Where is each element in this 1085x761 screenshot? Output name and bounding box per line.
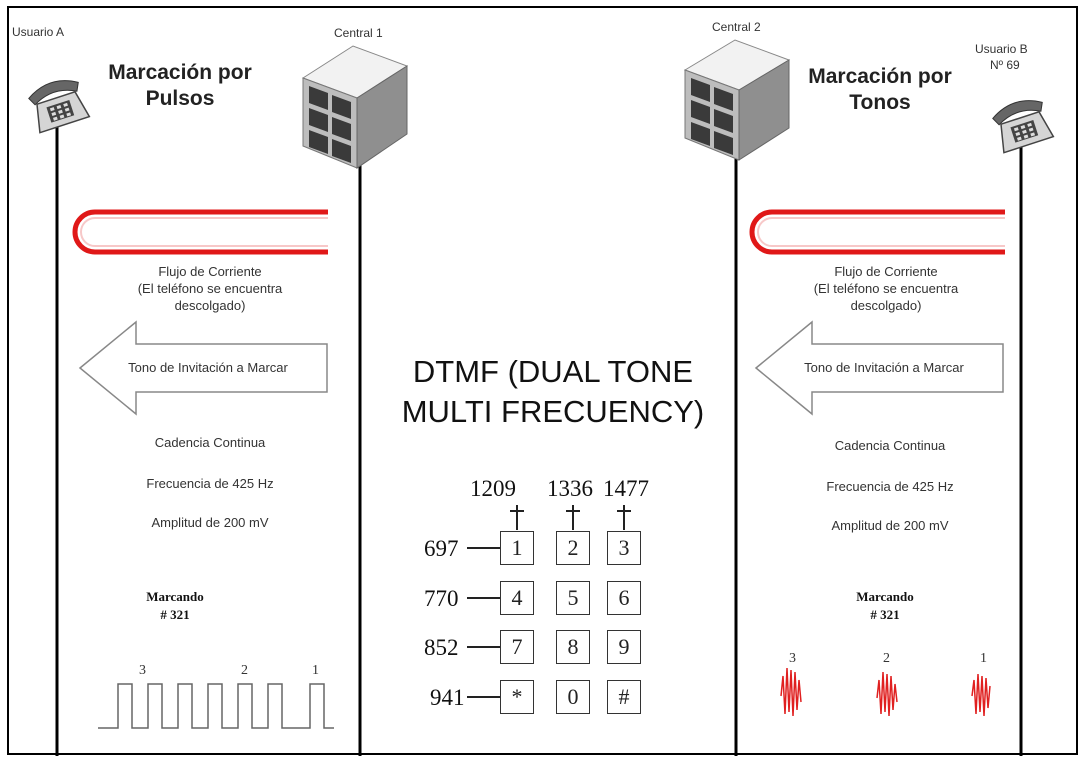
tone-burst-2 [876, 671, 898, 717]
right-flujo-text: Flujo de Corriente (El teléfono se encue… [776, 264, 996, 315]
col-freq-1209: 1209 [470, 476, 516, 501]
tone-burst-1 [971, 673, 991, 717]
left-digit-3: 3 [139, 663, 146, 678]
dtmf-key-7: 7 [500, 630, 534, 664]
dtmf-key-2: 2 [556, 531, 590, 565]
right-digit-2: 2 [883, 651, 890, 666]
dtmf-title-line1: DTMF (DUAL TONE [412, 354, 694, 389]
right-marcando-numero: # 321 [870, 606, 900, 622]
right-marcando-label: Marcando [856, 589, 914, 604]
left-cadencia: Cadencia Continua [154, 435, 266, 450]
left-title: Marcación por Pulsos [100, 60, 260, 113]
row-freq-852: 852 [424, 635, 459, 660]
right-title-line1: Marcación por [808, 65, 952, 88]
dtmf-title: DTMF (DUAL TONE MULTI FRECUENCY) [378, 352, 728, 433]
current-loop-left [72, 209, 328, 255]
left-marcando-label: Marcando [146, 589, 204, 604]
right-tono-label: Tono de Invitación a Marcar [804, 360, 964, 375]
left-marcando: Marcando # 321 [130, 588, 220, 623]
left-amplitud: Amplitud de 200 mV [151, 515, 269, 530]
keypad-connectors [467, 505, 631, 698]
col-freq-1336: 1336 [547, 476, 593, 501]
label-usuario-b: Usuario B [975, 42, 1028, 56]
label-central-2: Central 2 [712, 20, 761, 34]
left-flujo-line3: descolgado) [174, 297, 246, 313]
right-marcando: Marcando # 321 [840, 588, 930, 623]
tone-burst-3 [780, 667, 802, 717]
dtmf-key-6: 6 [607, 581, 641, 615]
dtmf-key-0: 0 [556, 680, 590, 714]
telephone-a-icon [28, 80, 91, 134]
left-flujo-line2: (El teléfono se encuentra [137, 280, 283, 296]
label-central-1: Central 1 [334, 26, 383, 40]
dtmf-key-1: 1 [500, 531, 534, 565]
right-title: Marcación por Tonos [785, 64, 975, 117]
current-loop-right-inner [757, 217, 1005, 247]
tono-arrow-right [754, 320, 1004, 416]
dtmf-key-3: 3 [607, 531, 641, 565]
tono-arrow-left [78, 320, 328, 416]
dtmf-key-4: 4 [500, 581, 534, 615]
central-2-server-icon [683, 39, 791, 161]
left-flujo-text: Flujo de Corriente (El teléfono se encue… [110, 264, 310, 315]
left-title-line2: Pulsos [145, 87, 215, 111]
current-loop-right [749, 209, 1005, 255]
right-digit-3: 3 [789, 651, 796, 666]
label-usuario-a: Usuario A [12, 25, 65, 39]
diagram-frame [7, 6, 1078, 755]
col-freq-1477: 1477 [603, 476, 649, 501]
pulse-waveform [98, 683, 334, 729]
dtmf-key-5: 5 [556, 581, 590, 615]
right-flujo-line1: Flujo de Corriente [834, 264, 938, 279]
left-marcando-numero: # 321 [160, 606, 190, 622]
left-frecuencia: Frecuencia de 425 Hz [146, 476, 274, 491]
left-digit-1: 1 [312, 663, 319, 678]
dtmf-key-9: 9 [607, 630, 641, 664]
row-freq-697: 697 [424, 536, 459, 561]
label-usuario-b-numero: Nº 69 [990, 58, 1020, 72]
left-digit-2: 2 [241, 663, 248, 678]
left-flujo-line1: Flujo de Corriente [158, 264, 262, 279]
left-title-line1: Marcación por [108, 61, 252, 84]
row-freq-941: 941 [430, 685, 465, 710]
dtmf-key-8: 8 [556, 630, 590, 664]
central-1-server-icon [301, 45, 409, 169]
telephone-b-icon [992, 100, 1055, 154]
row-freq-770: 770 [424, 586, 459, 611]
right-title-line2: Tonos [849, 91, 911, 115]
dtmf-key-star: * [500, 680, 534, 714]
right-digit-1: 1 [980, 651, 987, 666]
dtmf-key-hash: # [607, 680, 641, 714]
current-loop-left-inner [80, 217, 328, 247]
right-flujo-line3: descolgado) [850, 297, 922, 313]
right-frecuencia: Frecuencia de 425 Hz [826, 479, 954, 494]
left-tono-label: Tono de Invitación a Marcar [128, 360, 288, 375]
dtmf-title-line2: MULTI FRECUENCY) [401, 394, 705, 430]
right-amplitud: Amplitud de 200 mV [831, 518, 949, 533]
right-cadencia: Cadencia Continua [834, 438, 946, 453]
right-flujo-line2: (El teléfono se encuentra [813, 280, 959, 296]
